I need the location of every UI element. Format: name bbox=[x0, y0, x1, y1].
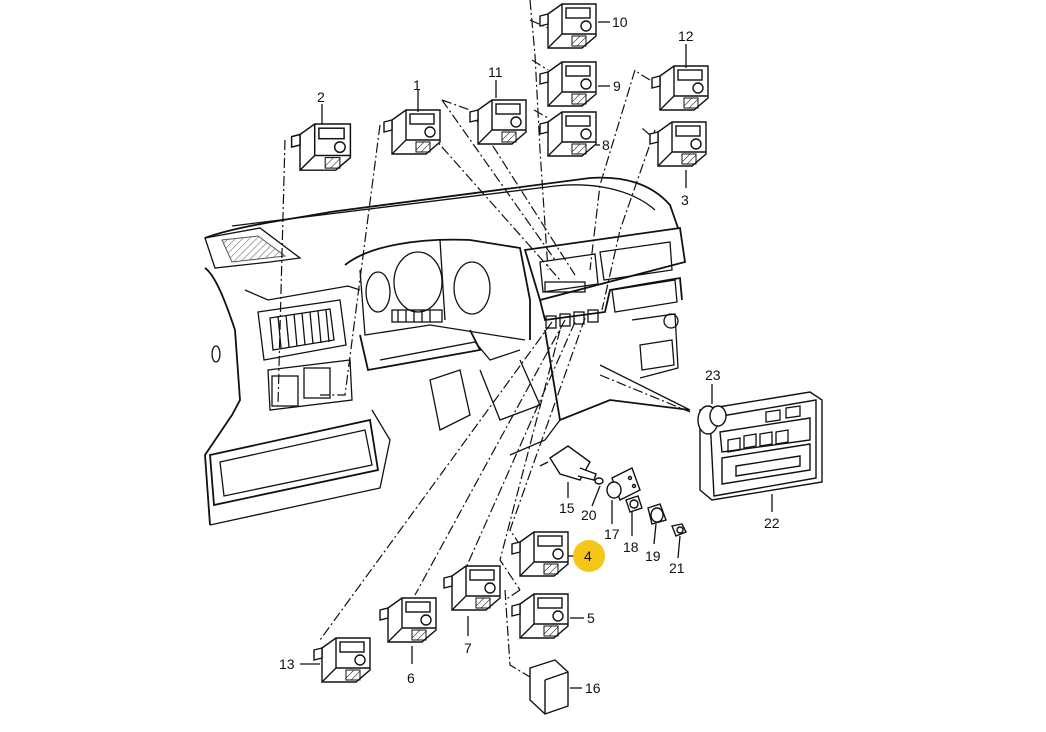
callout-labels: 10 9 8 11 1 2 12 3 4 5 7 6 13 16 15 20 1… bbox=[279, 14, 780, 696]
leader-lines bbox=[277, 0, 691, 681]
part-11 bbox=[469, 99, 527, 145]
callout-9: 9 bbox=[613, 78, 621, 94]
part-13 bbox=[313, 637, 371, 683]
dashboard-body bbox=[204, 176, 691, 526]
callout-6: 6 bbox=[407, 670, 415, 686]
part-18 bbox=[625, 495, 643, 513]
part-10 bbox=[539, 3, 597, 49]
callout-3: 3 bbox=[681, 192, 689, 208]
part-6 bbox=[379, 597, 437, 643]
part-9 bbox=[539, 61, 597, 107]
part-8 bbox=[539, 111, 597, 157]
callout-12: 12 bbox=[678, 28, 694, 44]
part-12 bbox=[651, 65, 709, 111]
callout-2: 2 bbox=[317, 89, 325, 105]
part-17 bbox=[606, 467, 641, 501]
left-vent-grille bbox=[277, 309, 330, 349]
highlight-marker[interactable] bbox=[573, 540, 605, 572]
callout-13: 13 bbox=[279, 656, 295, 672]
part-5 bbox=[511, 593, 569, 639]
callout-18: 18 bbox=[623, 539, 639, 555]
part-22 bbox=[699, 391, 823, 501]
callout-1: 1 bbox=[413, 77, 421, 93]
callout-7: 7 bbox=[464, 640, 472, 656]
part-23 bbox=[697, 405, 727, 435]
callout-22: 22 bbox=[764, 515, 780, 531]
part-20 bbox=[594, 477, 604, 485]
callout-21: 21 bbox=[669, 560, 685, 576]
callout-15: 15 bbox=[559, 500, 575, 516]
callout-17: 17 bbox=[604, 526, 620, 542]
part-15 bbox=[539, 445, 597, 481]
console-switch-openings bbox=[545, 309, 599, 329]
part-2 bbox=[290, 123, 352, 171]
part-21 bbox=[671, 523, 687, 537]
part-4 bbox=[511, 531, 569, 577]
callout-11: 11 bbox=[488, 64, 503, 80]
callout-20: 20 bbox=[581, 507, 597, 523]
callout-10: 10 bbox=[612, 14, 628, 30]
callout-19: 19 bbox=[645, 548, 661, 564]
callout-23: 23 bbox=[705, 367, 721, 383]
part-19 bbox=[647, 503, 667, 525]
callout-leaders bbox=[300, 21, 773, 689]
callout-5: 5 bbox=[587, 610, 595, 626]
part-3 bbox=[649, 121, 707, 167]
callout-4[interactable]: 4 bbox=[584, 548, 592, 564]
part-1 bbox=[383, 109, 441, 155]
part-7 bbox=[443, 565, 501, 611]
callout-16: 16 bbox=[585, 680, 601, 696]
part-16 bbox=[529, 659, 569, 715]
callout-8: 8 bbox=[602, 137, 610, 153]
